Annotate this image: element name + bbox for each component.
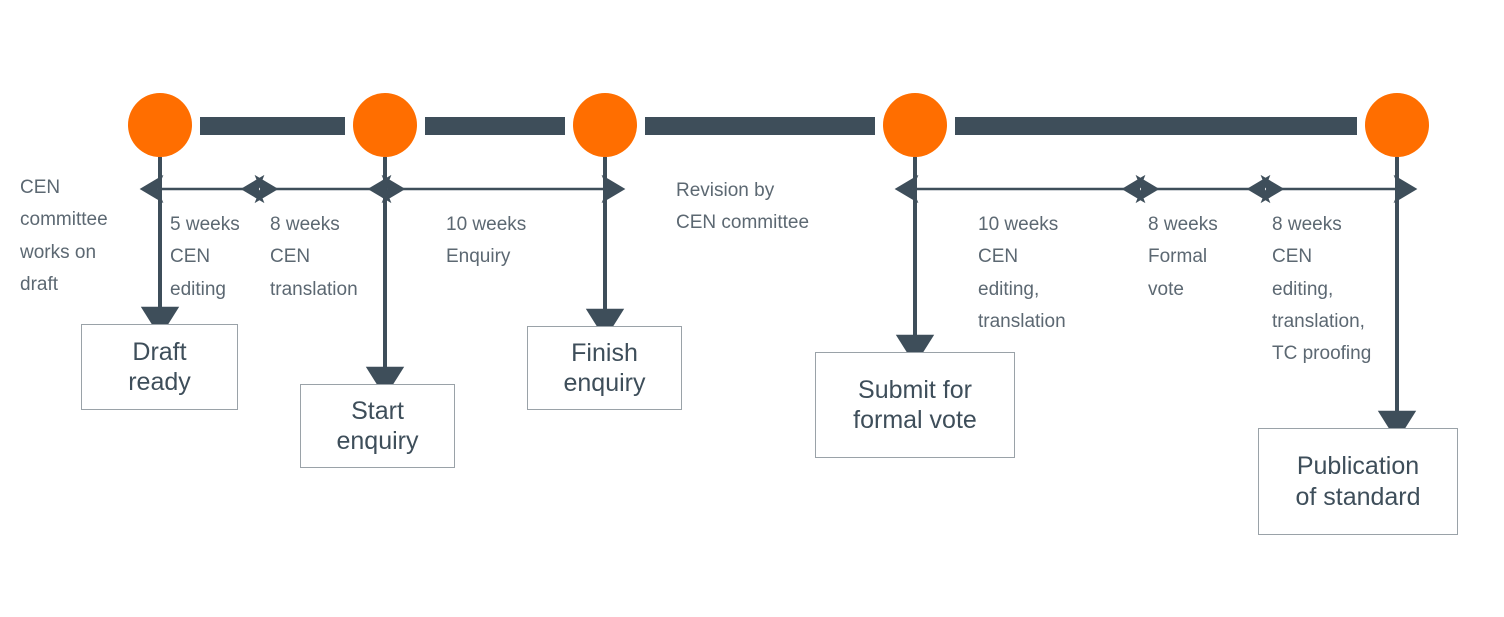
connector-bar bbox=[645, 117, 875, 135]
milestone-circle[interactable] bbox=[128, 93, 192, 157]
box-start-enquiry[interactable]: Start enquiry bbox=[300, 384, 455, 468]
note-10-weeks-enquiry: 10 weeks Enquiry bbox=[446, 214, 527, 268]
milestone-circle[interactable] bbox=[1365, 93, 1429, 157]
connector-bars bbox=[200, 117, 1357, 135]
note-revision-by-cen-committee: Revision by CEN committee bbox=[676, 180, 810, 234]
box-finish-enquiry[interactable]: Finish enquiry bbox=[527, 326, 682, 410]
milestone-markers bbox=[128, 93, 1429, 157]
milestone-circle[interactable] bbox=[573, 93, 637, 157]
box-draft-ready[interactable]: Draft ready bbox=[81, 324, 238, 410]
note-5-weeks-cen-editing: 5 weeks CEN editing bbox=[170, 214, 240, 300]
connector-bar bbox=[955, 117, 1357, 135]
connector-bar bbox=[425, 117, 565, 135]
milestone-circle[interactable] bbox=[353, 93, 417, 157]
milestone-circle[interactable] bbox=[883, 93, 947, 157]
box-publication-of-standard[interactable]: Publication of standard bbox=[1258, 428, 1458, 535]
note-8-weeks-formal-vote: 8 weeks Formal vote bbox=[1148, 214, 1218, 300]
note-pre-draft: CEN committee works on draft bbox=[20, 177, 108, 295]
note-8-weeks-cen-editing-translation-tc-proofing: 8 weeks CEN editing, translation, TC pro… bbox=[1272, 214, 1372, 365]
note-10-weeks-cen-editing-translation: 10 weeks CEN editing, translation bbox=[978, 214, 1066, 332]
box-submit-formal-vote[interactable]: Submit for formal vote bbox=[815, 352, 1015, 458]
connector-bar bbox=[200, 117, 345, 135]
note-8-weeks-cen-translation: 8 weeks CEN translation bbox=[270, 214, 358, 300]
